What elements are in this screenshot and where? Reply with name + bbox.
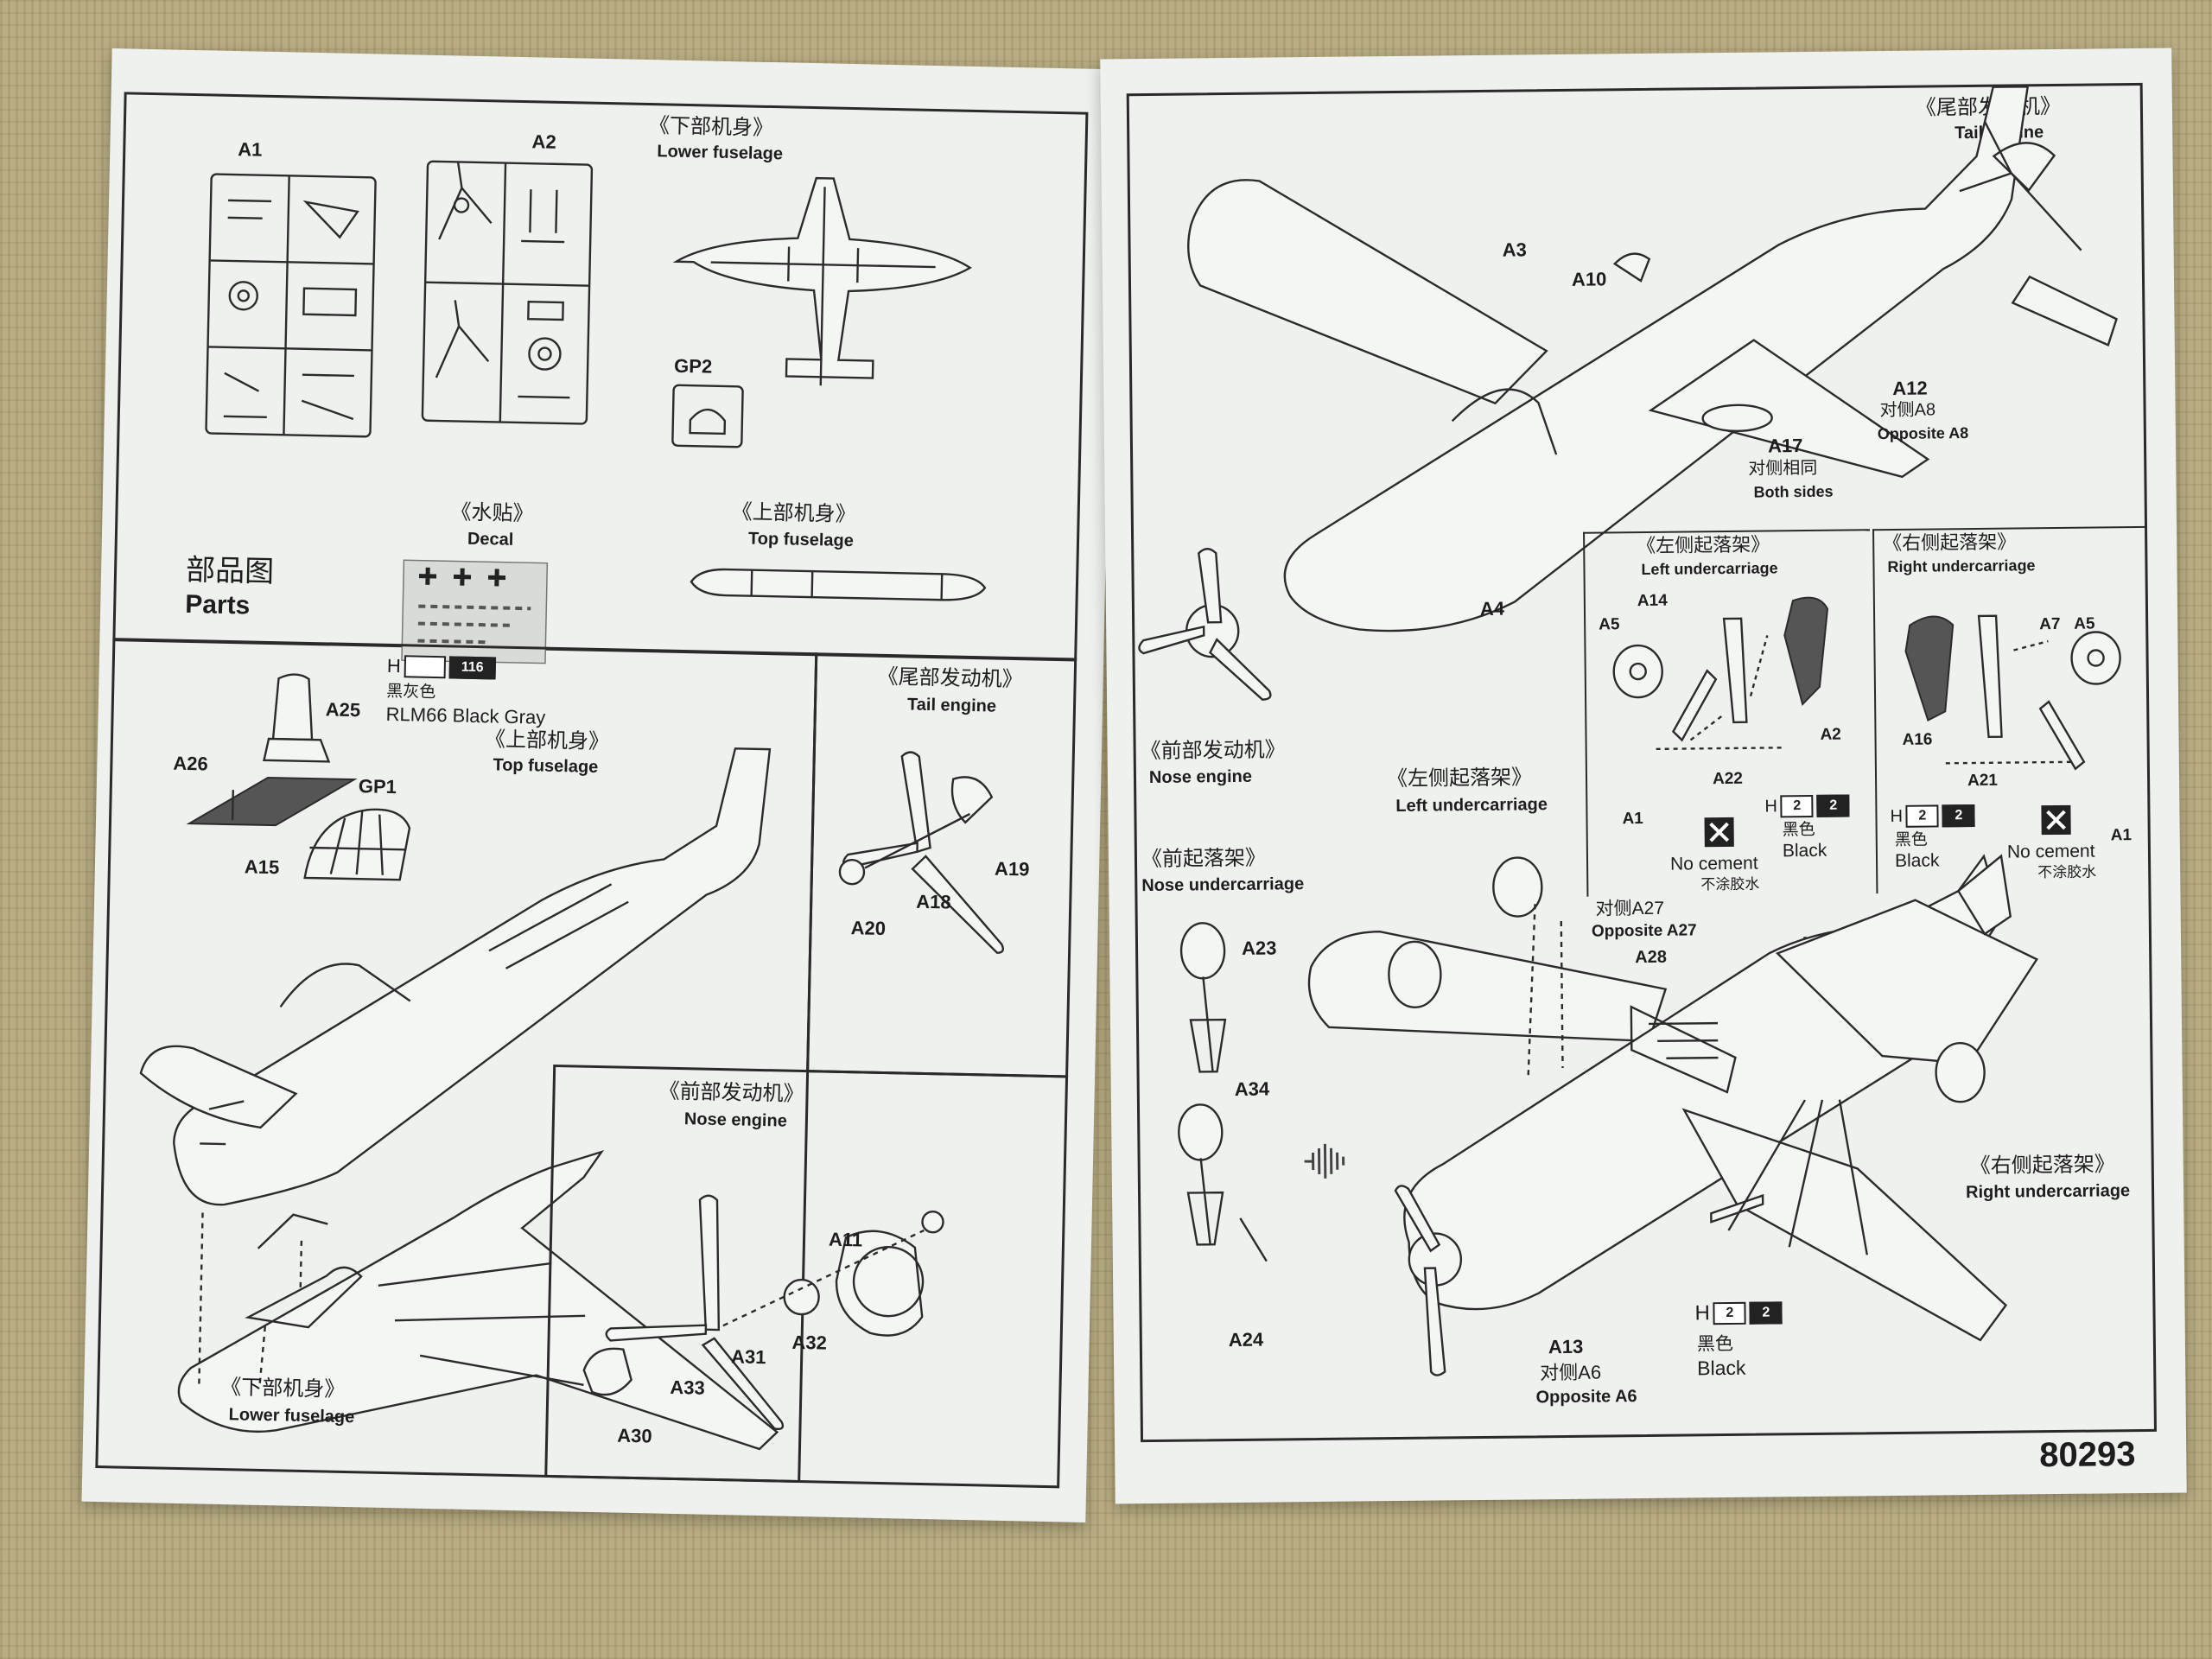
canopy-drawing	[303, 808, 411, 881]
seat-assembly-drawing	[186, 673, 358, 827]
a17-both-sides-cn: 对侧相同	[1748, 458, 1818, 479]
kit-number: 80293	[2039, 1435, 2136, 1475]
paint-number: 2	[1905, 804, 1940, 828]
callout-a13: A13	[1548, 1335, 1584, 1358]
right-page: 《尾部发动机》 Tail engine A3 A10 A12 对侧A8 Oppo…	[1100, 48, 2187, 1504]
lower-fuselage-en-label: Lower fuselage	[657, 142, 784, 164]
bottom-paint-en: Black	[1697, 1356, 1746, 1380]
left-uc-paint-callout: H 2 2	[1764, 794, 1850, 818]
a12-opposite-cn: 对侧A8	[1879, 400, 1936, 421]
paint-code: H	[1694, 1301, 1710, 1325]
no-cement-icon	[2041, 804, 2071, 836]
paint-number-dark: 2	[1749, 1301, 1783, 1325]
paint-number: 2	[1713, 1301, 1746, 1325]
decal-sheet-drawing	[401, 559, 549, 664]
nose-engine-drawing	[582, 1194, 944, 1430]
lower-fuselage-thumbnail	[672, 176, 972, 386]
nose-uc-drawing	[1178, 922, 1268, 1262]
lower-fuselage-en-label: Lower fuselage	[228, 1405, 355, 1427]
a17-both-sides-en: Both sides	[1753, 482, 1834, 501]
a12-opposite-en: Opposite A8	[1877, 424, 1969, 443]
right-uc-en-label: Right undercarriage	[1965, 1181, 2131, 1203]
callout-a3: A3	[1502, 238, 1527, 261]
nose-engine-cn-label: 《前部发动机》	[658, 1079, 804, 1107]
callout-a34: A34	[1234, 1077, 1270, 1100]
callout-a10: A10	[1571, 268, 1607, 290]
sprue-a2-label: A2	[531, 130, 556, 153]
gp2-drawing	[671, 384, 744, 448]
callout-a33: A33	[670, 1376, 706, 1399]
tail-engine-drawing	[838, 751, 1004, 954]
callout-a11: A11	[828, 1228, 863, 1251]
decal-en-label: Decal	[467, 529, 514, 550]
left-uc-inset-en: Left undercarriage	[1641, 559, 1778, 579]
bottom-paint-cn: 黑色	[1696, 1333, 1734, 1355]
right-undercarriage-inset: 《右侧起落架》 Right undercarriage A7 A5 A16 A2…	[1872, 525, 2151, 894]
parts-panel: A1 A2 《下部机身》 Lower	[112, 92, 1089, 664]
assembly-panel: 《尾部发动机》 Tail engine A3 A10 A12 对侧A8 Oppo…	[1126, 82, 2157, 1443]
left-uc-cn-label: 《左侧起落架》	[1386, 766, 1533, 791]
left-uc-inset-cn: 《左侧起落架》	[1637, 533, 1770, 557]
callout-a19: A19	[994, 857, 1030, 880]
callout-a30: A30	[616, 1424, 652, 1447]
parts-title-cn: 部品图	[185, 553, 275, 589]
callout-a23: A23	[1241, 937, 1277, 959]
callout-a18: A18	[916, 890, 951, 913]
nose-uc-cn-label: 《前起落架》	[1141, 846, 1267, 872]
callout-a1: A1	[2110, 826, 2133, 845]
a13-opposite-en: Opposite A6	[1535, 1387, 1637, 1408]
callout-a1: A1	[1622, 810, 1643, 829]
arrow-indicator-icon	[1304, 1143, 1345, 1179]
sprue-a1-label: A1	[238, 138, 263, 161]
nose-engine-en-label: Nose engine	[683, 1109, 788, 1131]
bottom-paint-callout: H 2 2	[1694, 1300, 1783, 1325]
callout-a12: A12	[1892, 377, 1928, 399]
tail-engine-en-label: Tail engine	[906, 695, 997, 716]
left-uc-parts-drawing	[1612, 596, 1829, 751]
right-uc-parts-drawing	[1904, 614, 2121, 771]
left-uc-en-label: Left undercarriage	[1395, 795, 1548, 817]
right-uc-paint-callout: H 2 2	[1890, 804, 1976, 828]
right-uc-inset-en: Right undercarriage	[1887, 556, 2036, 576]
left-undercarriage-inset: 《左侧起落架》 Left undercarriage A14 A5 A2 A22…	[1583, 529, 1874, 897]
tail-engine-cn-label: 《尾部发动机》	[877, 664, 1023, 692]
right-uc-paint-cn: 黑色	[1894, 830, 1928, 849]
callout-a32: A32	[791, 1331, 828, 1354]
top-fuselage-thumbnail	[690, 568, 987, 601]
callout-a4: A4	[1479, 597, 1505, 620]
callout-a31: A31	[730, 1345, 766, 1369]
no-cement-icon	[1704, 817, 1734, 848]
nose-propeller-drawing	[1138, 548, 1272, 701]
parts-title-en: Parts	[184, 589, 251, 620]
right-uc-inset-cn: 《右侧起落架》	[1883, 531, 2017, 555]
right-uc-cn-label: 《右侧起落架》	[1969, 1153, 2115, 1179]
callout-a20: A20	[850, 917, 887, 939]
paint-code: H	[1764, 796, 1777, 817]
underside-airframe-drawing	[1307, 854, 2038, 1376]
sprue-a2-drawing	[421, 160, 594, 425]
callout-a24: A24	[1228, 1328, 1264, 1351]
tail-engine-panel: 《尾部发动机》 Tail engine A19 A18 A20	[806, 652, 1077, 1078]
gp2-label: GP2	[673, 354, 713, 378]
a13-opposite-cn: 对侧A6	[1540, 1361, 1602, 1384]
paint-number: 2	[1780, 794, 1814, 818]
lower-fuselage-cn-label: 《下部机身》	[648, 114, 774, 141]
nose-engine-cn-label: 《前部发动机》	[1140, 738, 1286, 764]
paint-number-dark: 2	[1942, 804, 1976, 828]
sprue-a1-drawing	[205, 173, 377, 438]
decal-cn-label: 《水贴》	[450, 500, 534, 526]
lower-fuselage-cn-label: 《下部机身》	[220, 1375, 346, 1402]
nose-engine-en-label: Nose engine	[1148, 766, 1253, 787]
paint-code: H	[1890, 806, 1904, 826]
callout-a17: A17	[1767, 435, 1803, 457]
main-airframe-drawing	[1187, 86, 2118, 632]
top-fuselage-en-label: Top fuselage	[747, 529, 855, 551]
left-uc-paint-cn: 黑色	[1782, 820, 1815, 840]
top-fuselage-cn-label: 《上部机身》	[731, 500, 856, 527]
paint-number-dark: 2	[1816, 794, 1850, 817]
nose-engine-panel: 《前部发动机》 Nose engine A11 A32 A31 A33 A30	[544, 1064, 1069, 1489]
left-page: A1 A2 《下部机身》 Lower	[81, 48, 1116, 1522]
